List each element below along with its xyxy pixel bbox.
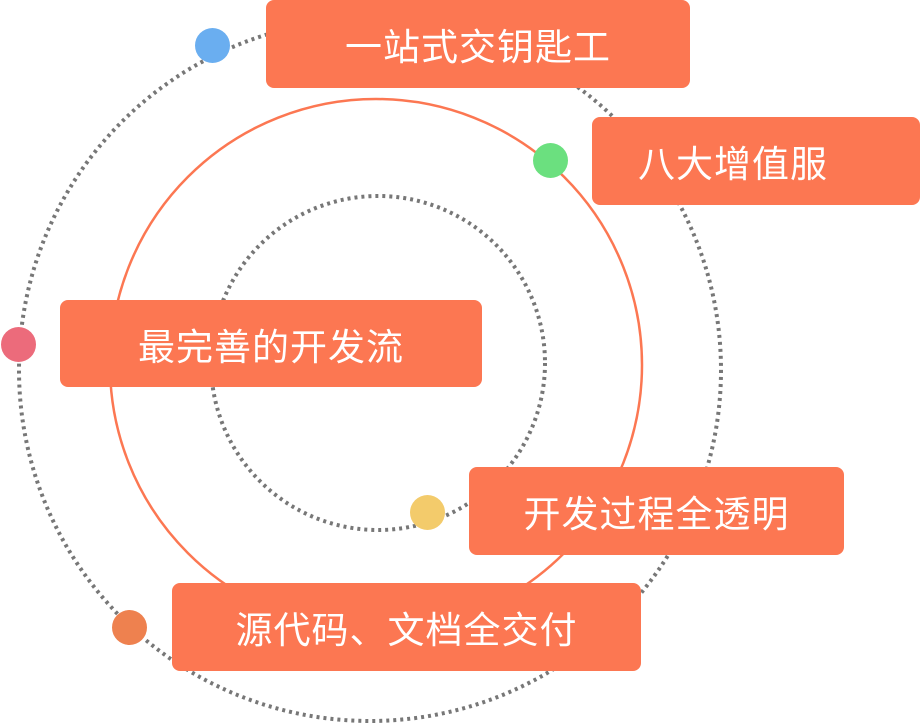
label-dev-flow: 最完善的开发流	[60, 300, 482, 387]
yellow-dot	[410, 495, 445, 530]
orange-dot	[112, 610, 147, 645]
label-transparent-process: 开发过程全透明	[469, 467, 844, 555]
label-value-added-services: 八大增值服	[592, 117, 920, 205]
label-turnkey: 一站式交钥匙工	[266, 0, 690, 88]
pink-dot	[1, 327, 36, 362]
label-source-delivery: 源代码、文档全交付	[172, 583, 641, 671]
blue-dot	[195, 28, 230, 63]
inner-dotted-ring	[209, 194, 547, 532]
green-dot	[533, 143, 568, 178]
